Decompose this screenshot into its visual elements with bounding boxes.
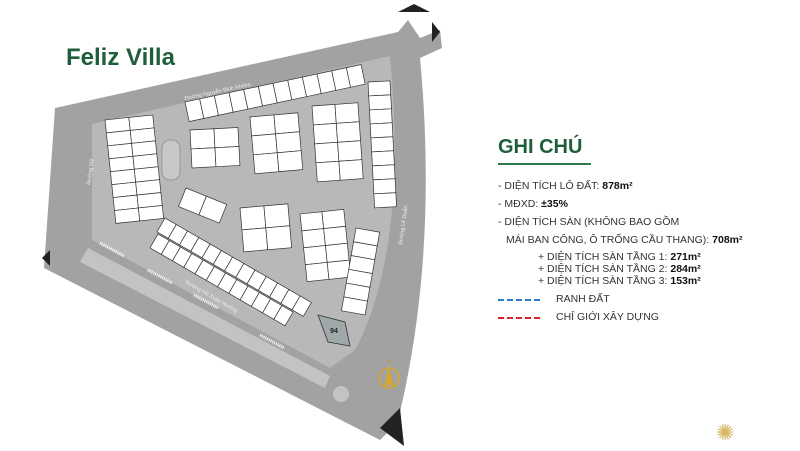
lot [368, 94, 392, 111]
lot [214, 146, 241, 168]
green-median [161, 139, 181, 181]
lot [345, 64, 366, 88]
project-title: Feliz Villa [66, 44, 175, 71]
lot [321, 209, 346, 229]
lot [241, 227, 269, 253]
lot-block [299, 209, 352, 283]
lot [370, 136, 395, 153]
lot-block [178, 187, 228, 224]
lot [249, 114, 276, 137]
lot [323, 225, 348, 246]
lot [341, 296, 368, 316]
median-hatch [193, 293, 219, 310]
floor-3-area: + DIỆN TÍCH SÀN TẦNG 3: 153m² [538, 275, 701, 287]
lot-block [149, 233, 294, 327]
svg-text:N: N [387, 359, 391, 365]
lot [275, 131, 302, 154]
floor-area: MÁI BAN CÔNG, Ô TRỐNG CẦU THANG): 708m² [506, 234, 743, 246]
lot [189, 128, 216, 150]
lots [99, 64, 397, 350]
lot [371, 150, 395, 167]
lot-block [249, 112, 304, 175]
lot [252, 152, 280, 175]
lot-block [156, 217, 312, 317]
compass-icon: N [378, 359, 400, 389]
lot [301, 228, 326, 249]
lot [273, 305, 294, 327]
lot-block [184, 64, 366, 122]
lot [273, 112, 300, 135]
lot [137, 205, 164, 222]
lot [265, 225, 293, 251]
lot-block [367, 80, 397, 209]
setback-line-swatch [498, 317, 540, 319]
lot [372, 164, 396, 181]
lot [276, 150, 304, 173]
brand-logo-icon: ✺ [716, 420, 735, 445]
lot [315, 160, 341, 183]
median-hatch [99, 241, 125, 258]
lot [251, 133, 278, 156]
setback-line-label: CHỈ GIỚI XÂY DỰNG [556, 311, 659, 323]
lot-block [239, 203, 293, 253]
lot-block [311, 102, 364, 183]
lot [263, 203, 291, 229]
lot [291, 295, 312, 317]
lot [369, 108, 393, 125]
lot [369, 122, 394, 139]
lot [338, 159, 364, 181]
lot [335, 121, 361, 143]
floor-area-label: - DIỆN TÍCH SÀN (KHÔNG BAO GỒM [498, 216, 680, 228]
lot [114, 207, 141, 224]
lot [373, 192, 397, 209]
lot [190, 147, 217, 169]
lot [311, 104, 337, 126]
legend-panel: GHI CHÚ - DIỆN TÍCH LÔ ĐẤT: 878m² - MĐXD… [498, 136, 743, 323]
lot-block [104, 114, 164, 224]
roundabout [333, 386, 349, 402]
lot [213, 127, 240, 149]
lot-number: 94 [330, 328, 338, 335]
lot-block [341, 227, 381, 316]
boundary-line-label: RANH ĐẤT [556, 293, 610, 305]
floor-2-area: + DIỆN TÍCH SÀN TẦNG 2: 284m² [538, 263, 701, 275]
building-density: - MĐXD: ±35% [498, 198, 568, 210]
road-arrows [42, 4, 440, 446]
lot [304, 262, 330, 283]
lot [299, 211, 325, 232]
lot [334, 102, 360, 124]
boundary-line-swatch [498, 299, 540, 301]
lot [239, 205, 267, 231]
median-hatch [147, 268, 173, 285]
lot [303, 245, 328, 266]
lot [367, 80, 392, 97]
floor-1-area: + DIỆN TÍCH SÀN TẦNG 1: 271m² [538, 251, 701, 263]
lot [312, 122, 338, 145]
lot [314, 141, 340, 164]
lot-block [189, 127, 241, 169]
lot [325, 242, 350, 263]
lot [337, 140, 363, 162]
lot [198, 195, 228, 224]
highlighted-lot[interactable]: 94 [317, 314, 351, 347]
lot-area: - DIỆN TÍCH LÔ ĐẤT: 878m² [498, 180, 633, 192]
lot [372, 178, 397, 195]
road-label-west: Đường N3 [86, 159, 96, 186]
legend-title: GHI CHÚ [498, 136, 591, 165]
median-hatch [259, 333, 285, 350]
